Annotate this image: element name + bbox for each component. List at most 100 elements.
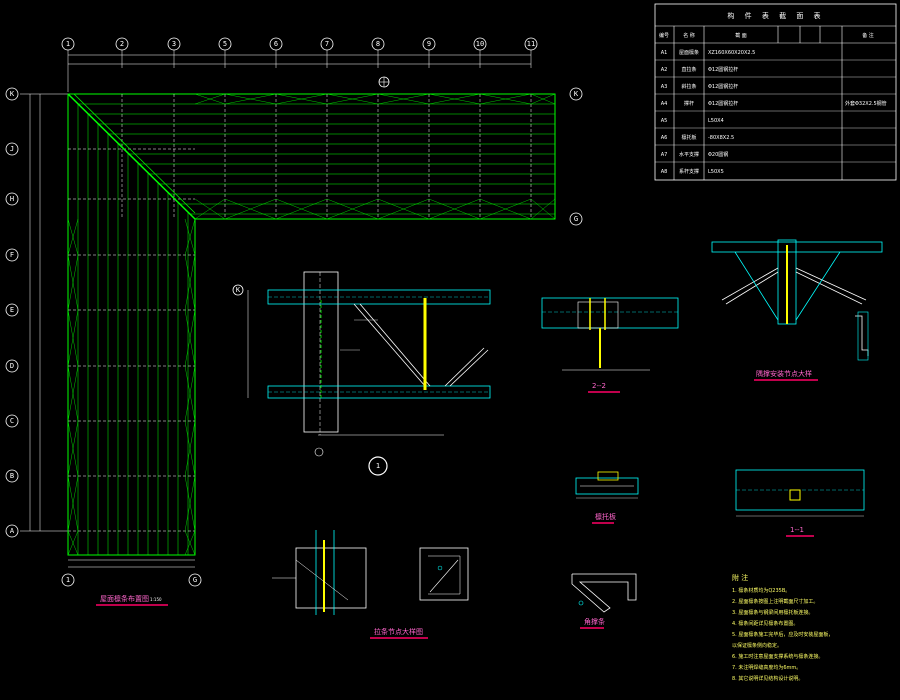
table-cell-name: 直拉条 xyxy=(681,66,696,73)
left-wing-purlins xyxy=(77,103,189,555)
table-cell-section: -80X8X2.5 xyxy=(708,135,734,141)
frame-lines xyxy=(68,94,532,532)
notes-lines: 1. 檩条材质均为Q235B。 2. 屋面檩条按图上注明截面尺寸加工。 3. 屋面檩… xyxy=(732,587,833,682)
corner-clip-detail xyxy=(571,573,637,613)
table-cell-note: 外套Φ32X2.5钢管 xyxy=(845,100,887,107)
table-cell-section: XZ160X60X20X2.5 xyxy=(708,50,755,56)
brace-line xyxy=(184,475,196,532)
bottom-axis-bubbles xyxy=(61,573,202,587)
table-cell-id: A1 xyxy=(661,50,668,56)
axis-label-top-1: 1 xyxy=(66,40,70,48)
brace-line xyxy=(275,93,328,105)
brace-line xyxy=(194,198,226,220)
table-cell-section: Φ12圆钢拉杆 xyxy=(708,66,738,73)
brace-line xyxy=(67,309,79,367)
section-1-1 xyxy=(735,469,865,517)
axis-label-top-4: 5 xyxy=(223,40,227,48)
axis-label-left-E: E xyxy=(10,306,14,314)
table-cell-name: 系杆支撑 xyxy=(679,168,699,175)
axis-label-top-7: 8 xyxy=(376,40,380,48)
table-headers: 编号 名 称 截 面 备 注 xyxy=(659,32,874,39)
hip-line-2 xyxy=(73,93,196,214)
axis-label-top-9: 10 xyxy=(476,40,484,48)
axis-label-left-D: D xyxy=(10,362,14,370)
table-cell-section: Φ12圆钢拉杆 xyxy=(708,100,738,107)
left-dimension-lines xyxy=(20,93,68,532)
brace-line xyxy=(67,530,79,556)
right-axis-bubbles xyxy=(569,87,583,226)
brace-line xyxy=(67,475,79,532)
plan-caption: 屋面檩条布置图 xyxy=(100,594,149,603)
table-cell-section: Φ20圆钢 xyxy=(708,151,728,158)
brace-line xyxy=(530,198,556,220)
brace-line xyxy=(275,198,328,220)
axis-label-top-5: 6 xyxy=(274,40,278,48)
brace-line xyxy=(184,530,196,556)
corner-clip-caption: 角撑条 xyxy=(584,617,605,626)
axis-label-left-A: A xyxy=(10,527,15,535)
note-line: 8. 其它说明详见结构设计说明。 xyxy=(732,675,803,682)
axis-label-left-B: B xyxy=(10,472,14,480)
table-title: 构 件 表 截 面 表 xyxy=(727,11,824,20)
brace-line xyxy=(184,254,196,311)
roof-plan xyxy=(67,76,556,556)
table-cell-id: A7 xyxy=(661,152,668,158)
brace-line xyxy=(224,93,277,105)
notes-title: 附 注 xyxy=(732,573,748,582)
brace-line xyxy=(184,309,196,367)
axis-label-right-K: K xyxy=(574,90,579,98)
table-cell-id: A6 xyxy=(661,135,668,141)
note-line: 1. 檩条材质均为Q235B。 xyxy=(732,587,790,594)
axis-label-right-G: G xyxy=(574,215,578,223)
brace-line xyxy=(530,93,556,105)
bracket-caption: 拉条节点大样图 xyxy=(374,627,423,636)
table-cell-id: A2 xyxy=(661,67,668,73)
purlin-support-detail xyxy=(575,471,639,499)
brace-line xyxy=(377,93,430,105)
note-line: 以保证檩条侧向稳定。 xyxy=(732,642,782,649)
brace-line xyxy=(326,198,379,220)
brace-line xyxy=(377,198,430,220)
axis-label-left-H: H xyxy=(10,195,14,203)
table-cell-name: 水平支撑 xyxy=(679,151,699,158)
detail-marker-1-label: 1 xyxy=(376,462,380,470)
note-line: 3. 屋面檩条与钢梁间用檩托板连接。 xyxy=(732,609,813,616)
table-cell-id: A4 xyxy=(661,101,668,107)
table-cell-section: L50X5 xyxy=(708,169,724,175)
plan-bottom-dims xyxy=(68,559,195,568)
axis-label-top-10: 11 xyxy=(527,40,535,48)
brace-line xyxy=(184,218,196,256)
top-axis-labels: 1 2 3 5 6 7 8 9 10 11 xyxy=(66,40,535,48)
axis-label-bottom-G: G xyxy=(193,576,197,584)
table-header-id: 编号 xyxy=(659,32,669,39)
table-header-note: 备 注 xyxy=(862,32,874,39)
axis-label-top-8: 9 xyxy=(427,40,431,48)
axis-label-top-2: 2 xyxy=(120,40,124,48)
table-cell-id: A8 xyxy=(661,169,668,175)
bracing-node-detail xyxy=(711,239,883,361)
note-line: 4. 檩条间距详见檩条布置图。 xyxy=(732,620,798,627)
left-axis-bubbles xyxy=(5,87,19,538)
table-header-name: 名 称 xyxy=(683,32,695,39)
axis-label-left-J: J xyxy=(10,145,14,153)
table-cell-name: 檩托板 xyxy=(681,134,696,141)
table-cell-id: A3 xyxy=(661,84,668,90)
bracket-detail-left xyxy=(272,530,367,615)
main-node-detail: K xyxy=(232,271,491,457)
brace-line xyxy=(479,93,532,105)
table-cell-name: 斜拉条 xyxy=(681,83,696,90)
axis-label-left-K: K xyxy=(10,90,15,98)
axis-label-left-C: C xyxy=(10,417,14,425)
table-cell-name: 屋面檩条 xyxy=(679,49,699,56)
top-axis-bubbles xyxy=(61,37,538,51)
note-line: 2. 屋面檩条按图上注明截面尺寸加工。 xyxy=(732,598,818,605)
table-rows: A1 屋面檩条 XZ160X60X20X2.5A2 直拉条 Φ12圆钢拉杆 A3 斜拉条 Φ1… xyxy=(661,49,887,175)
brace-line xyxy=(67,420,79,477)
brace-line xyxy=(224,198,277,220)
section-2-2-caption: 2--2 xyxy=(592,382,606,390)
axis-label-left-F: F xyxy=(10,251,14,259)
axis-label-bottom-1: 1 xyxy=(66,576,70,584)
note-line: 7. 未注明焊缝高度均为6mm。 xyxy=(732,664,801,671)
note-line: 5. 屋面檩条施工完毕后，应及时安装屋面板， xyxy=(732,631,833,638)
